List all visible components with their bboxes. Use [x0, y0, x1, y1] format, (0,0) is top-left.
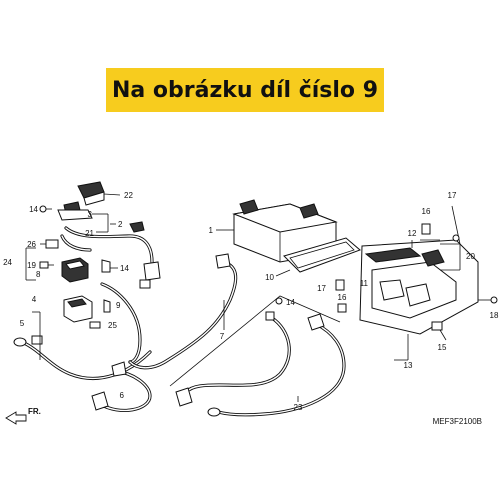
- part-22-cover: [77, 181, 121, 206]
- callout-14b: 14: [120, 264, 129, 273]
- callout-24: 24: [3, 258, 12, 267]
- part-14c-bolt: [275, 297, 283, 305]
- callout-22: 22: [124, 191, 133, 200]
- callout-9: 9: [116, 301, 121, 310]
- callout-25a: 25: [108, 321, 117, 330]
- callout-20: 20: [466, 252, 475, 261]
- callout-4: 4: [32, 295, 37, 304]
- callout-7: 7: [220, 332, 225, 341]
- callout-18: 18: [490, 311, 499, 320]
- part-23-cable: [175, 311, 346, 417]
- callout-11: 11: [360, 279, 369, 288]
- part-21-cable: [60, 221, 161, 289]
- part-15-clip: [431, 321, 443, 331]
- callout-14c: 14: [286, 298, 295, 307]
- callout-16a: 16: [422, 207, 431, 216]
- part-26-clip: [40, 239, 59, 249]
- title-banner: Na obrázku díl číslo 9: [106, 68, 384, 112]
- part-1-battery: [222, 199, 338, 263]
- part-18-bolt: [478, 296, 498, 304]
- callout-23: 23: [294, 403, 303, 412]
- callout-8: 8: [36, 270, 41, 279]
- callout-13: 13: [404, 361, 413, 370]
- part-20-bracket: [440, 243, 461, 271]
- part-3-bracket: [57, 201, 109, 233]
- callout-6: 6: [120, 391, 125, 400]
- callout-2: 2: [118, 220, 123, 229]
- callout-14a: 14: [29, 205, 38, 214]
- callout-17a: 17: [448, 191, 457, 200]
- part-17-bolt: [335, 205, 461, 291]
- callout-17b: 17: [317, 284, 326, 293]
- part-14a-bolt: [39, 205, 52, 213]
- part-16-clip: [337, 223, 431, 313]
- leader-lines: [25, 223, 447, 402]
- part-23-group-frame: [169, 295, 341, 387]
- callout-1: 1: [209, 226, 214, 235]
- part-5-terminal: [13, 335, 152, 380]
- part-25a-clip: [89, 321, 101, 329]
- part-9-relay-lower: [63, 295, 111, 323]
- part-7-cable: [128, 253, 238, 370]
- part-6-cable: [91, 361, 152, 412]
- banner-text: Na obrázku díl číslo 9: [111, 77, 379, 103]
- callout-5: 5: [20, 319, 25, 328]
- part-13-fuse-holder: [359, 239, 479, 360]
- callout-10: 10: [265, 273, 274, 282]
- callout-15: 15: [438, 343, 447, 352]
- callout-19: 19: [27, 261, 36, 270]
- callout-12: 12: [408, 229, 417, 238]
- diagram-code: MEF3F2100B: [433, 417, 482, 426]
- part-10-battery-pad: [275, 237, 361, 277]
- callout-26: 26: [27, 240, 36, 249]
- callout-3: 3: [88, 210, 93, 219]
- part-9-relay: [61, 257, 118, 283]
- part-4-cable: [100, 282, 142, 364]
- part-19-bolt: [39, 261, 54, 269]
- front-direction-arrow-icon: [5, 411, 27, 425]
- direction-label: FR.: [28, 407, 41, 416]
- callout-16b: 16: [338, 293, 347, 302]
- callout-21: 21: [85, 229, 94, 238]
